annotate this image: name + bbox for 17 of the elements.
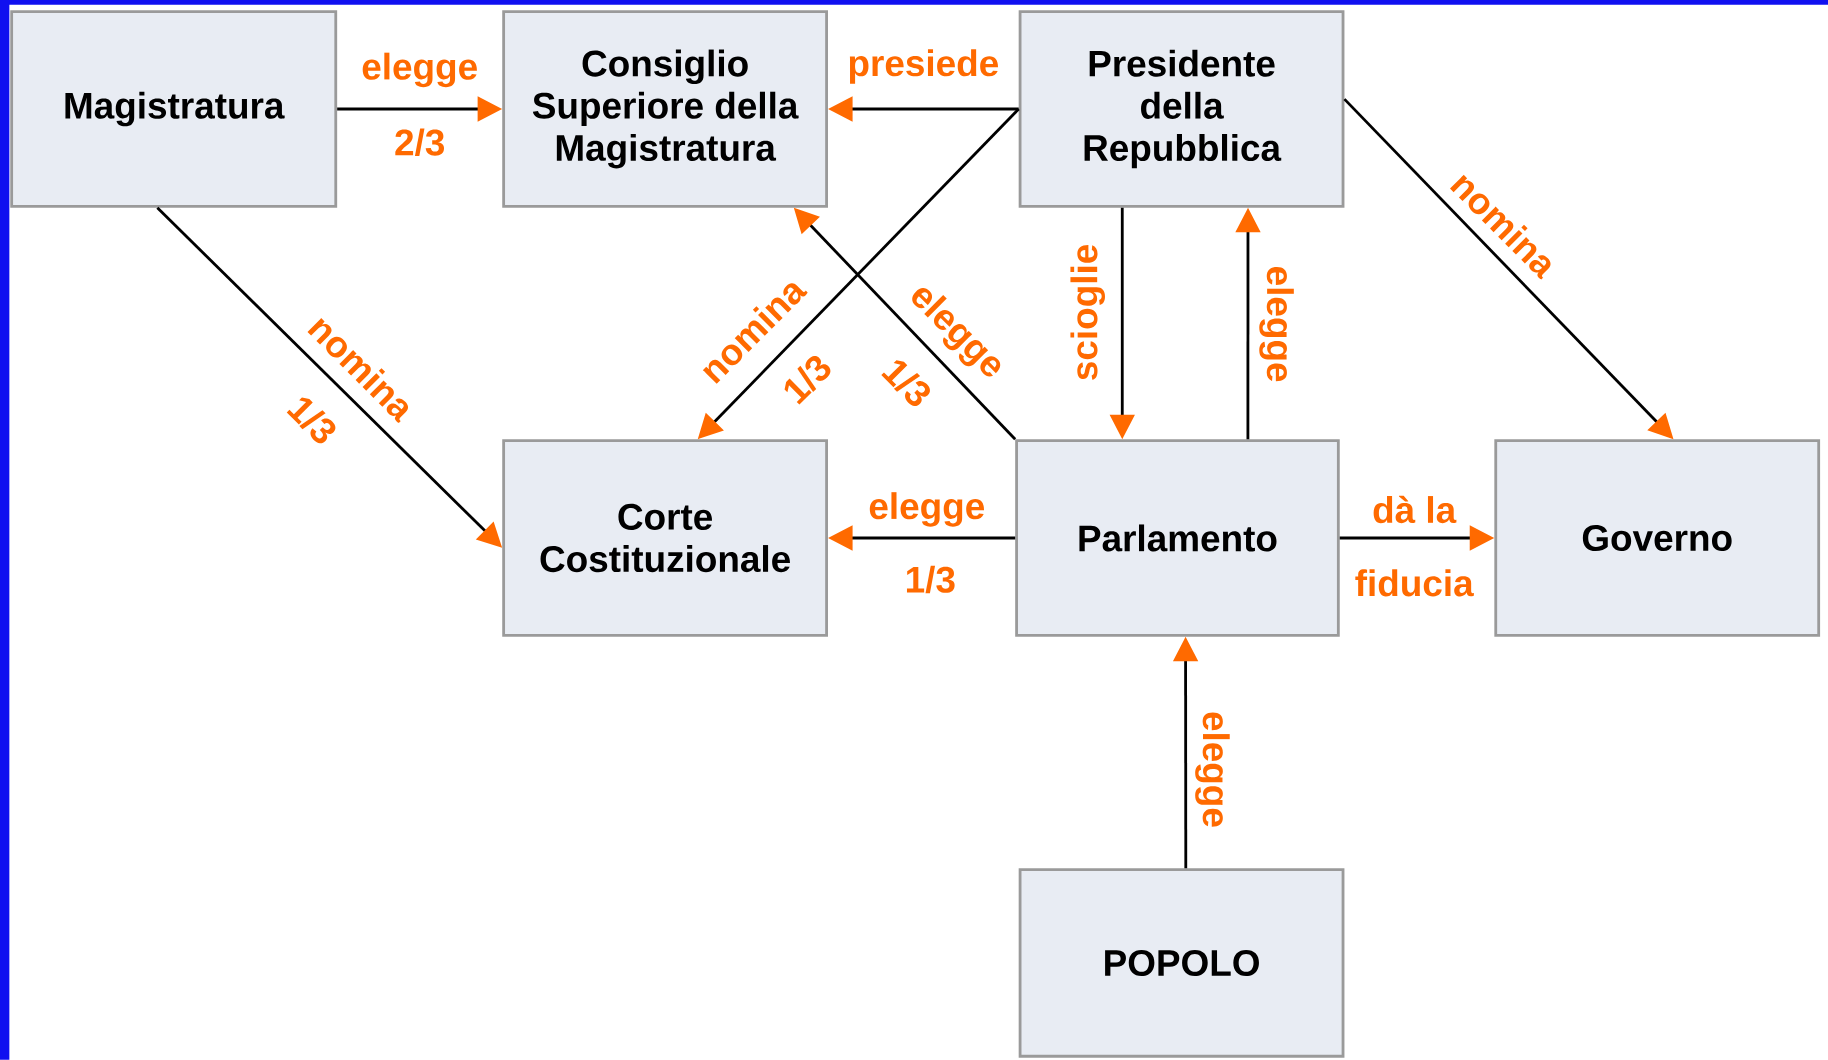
institution-box: Presidente della Repubblica: [1018, 10, 1345, 208]
edge-label: dà la: [1373, 495, 1457, 524]
institution-box: Governo: [1494, 439, 1821, 637]
edge-label: scioglie: [1070, 245, 1105, 380]
annotation-text: 2/3: [395, 128, 444, 157]
edge-label: elegge: [1259, 267, 1294, 382]
edge-label: presiede: [849, 49, 998, 84]
institution-box: POPOLO: [1018, 868, 1345, 1058]
edge-label: elegge: [362, 52, 477, 88]
institution-box: Consiglio Superiore della Magistratura: [502, 10, 828, 208]
annotation-text: fiducia: [1355, 569, 1474, 597]
institution-box: Corte Costituzionale: [502, 439, 828, 637]
edge-label: elegge: [1195, 712, 1230, 827]
edge-label: elegge: [869, 492, 984, 527]
institution-box: Parlamento: [1015, 439, 1340, 637]
institution-box: Magistratura: [10, 10, 338, 208]
annotation-text: 1/3: [906, 565, 955, 594]
